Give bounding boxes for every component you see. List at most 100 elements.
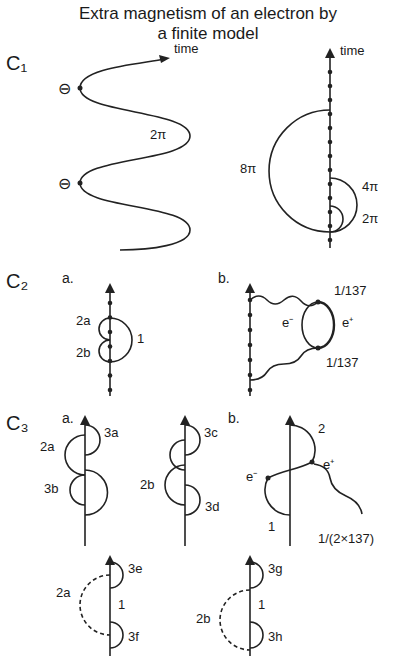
helix-path [80, 59, 190, 250]
loop-arc [99, 318, 110, 340]
loop-arc [110, 318, 132, 362]
arrowhead [180, 415, 190, 425]
callout-number: 2b [76, 346, 90, 361]
loop-arc [85, 470, 108, 515]
panel-label: b. [218, 270, 230, 286]
vertex-dot [78, 86, 83, 91]
callout-number: e⁻ [246, 470, 257, 485]
loop-arc [185, 485, 200, 515]
photon-line [250, 348, 318, 380]
vertex-dot [316, 346, 321, 351]
loop-arc [269, 110, 330, 232]
axis-dot [248, 373, 253, 378]
axis-dot [328, 140, 333, 145]
callout-number: e⁺ [323, 458, 334, 473]
axis-dot [248, 358, 253, 363]
callout-number: ⊖ [58, 175, 71, 193]
axis-dot [328, 70, 333, 75]
panel-label: a. [62, 410, 74, 426]
arrowhead [245, 283, 255, 293]
callout-number: 3g [268, 562, 282, 577]
callout-number: 8π [240, 162, 256, 177]
callout-number: e⁻ [282, 316, 293, 331]
axis-dot [328, 168, 333, 173]
axis-dot [108, 359, 113, 364]
callout-number: time [340, 44, 365, 59]
callout-number: 3b [44, 482, 58, 497]
axis-dot [108, 315, 113, 320]
axis-dot [248, 298, 253, 303]
callout-number: 1 [137, 332, 144, 347]
callout-number: 2π [150, 128, 166, 143]
axis-dot [328, 84, 333, 89]
pair-loop [318, 302, 334, 348]
callout-number: 1/(2×137) [318, 532, 374, 547]
callout-number: 2b [140, 478, 154, 493]
section-label: C₂ [6, 270, 28, 293]
callout-number: ⊖ [58, 80, 71, 98]
callout-number: time [174, 42, 199, 57]
loop-arc [265, 478, 290, 515]
arrowheads [78, 48, 336, 565]
pair-line [268, 462, 312, 478]
loop-arc [110, 622, 123, 648]
axis-dot [248, 328, 253, 333]
axis-dot [328, 154, 333, 159]
loop-arc [165, 465, 185, 505]
panel-label: a. [62, 270, 74, 286]
loop-arc [330, 178, 357, 232]
callout-number: 2π [362, 212, 378, 227]
dashed-arc [80, 575, 110, 635]
loop-arc [290, 425, 315, 462]
diagram-title: Extra magnetism of an electron by a fini… [73, 4, 343, 45]
dashed-arc [220, 590, 250, 650]
arrowhead [105, 555, 115, 565]
photon-line [250, 296, 318, 306]
callout-number: 4π [362, 180, 378, 195]
axis-dot [248, 343, 253, 348]
axis-dot [328, 112, 333, 117]
axis-dot [248, 388, 253, 393]
loop-arc [250, 562, 263, 588]
axis-dot [108, 330, 113, 335]
callout-number: 1 [258, 598, 265, 613]
axis-dot [328, 126, 333, 131]
axis-dots [108, 70, 333, 393]
callout-number: 3h [268, 630, 282, 645]
axis-dot [328, 98, 333, 103]
time-axis [109, 290, 111, 396]
axis-dot [108, 373, 113, 378]
callout-number: 3a [104, 426, 118, 441]
axis-dot [328, 224, 333, 229]
callout-number: 2a [76, 314, 90, 329]
axis-dot [328, 238, 333, 243]
time-axis [249, 562, 251, 656]
section-label: C₁ [6, 52, 27, 75]
section-label: C₃ [6, 412, 29, 435]
callout-number: e⁺ [342, 316, 353, 331]
callout-number: 2a [56, 586, 70, 601]
axis-dot [108, 301, 113, 306]
axis-dot [108, 388, 113, 393]
callout-number: 1/137 [326, 356, 359, 371]
callout-number: 1 [118, 598, 125, 613]
vertex-dot [266, 476, 271, 481]
loop-arc [250, 622, 263, 648]
loop-arc [85, 425, 100, 455]
loop-arc [99, 340, 110, 362]
vertex-dot [78, 181, 83, 186]
callout-number: 2a [40, 440, 54, 455]
callout-number: 3e [128, 562, 142, 577]
panel-label: b. [228, 410, 240, 426]
vertex-dot [316, 300, 321, 305]
callout-number: 3f [128, 630, 139, 645]
loop-arc [110, 562, 123, 588]
arrowhead [245, 555, 255, 565]
time-axis [84, 422, 86, 546]
time-axis [109, 562, 111, 656]
loop-arc [70, 475, 85, 505]
callout-number: 1 [268, 520, 275, 535]
axis-dot [108, 344, 113, 349]
loop-arc [65, 435, 85, 475]
